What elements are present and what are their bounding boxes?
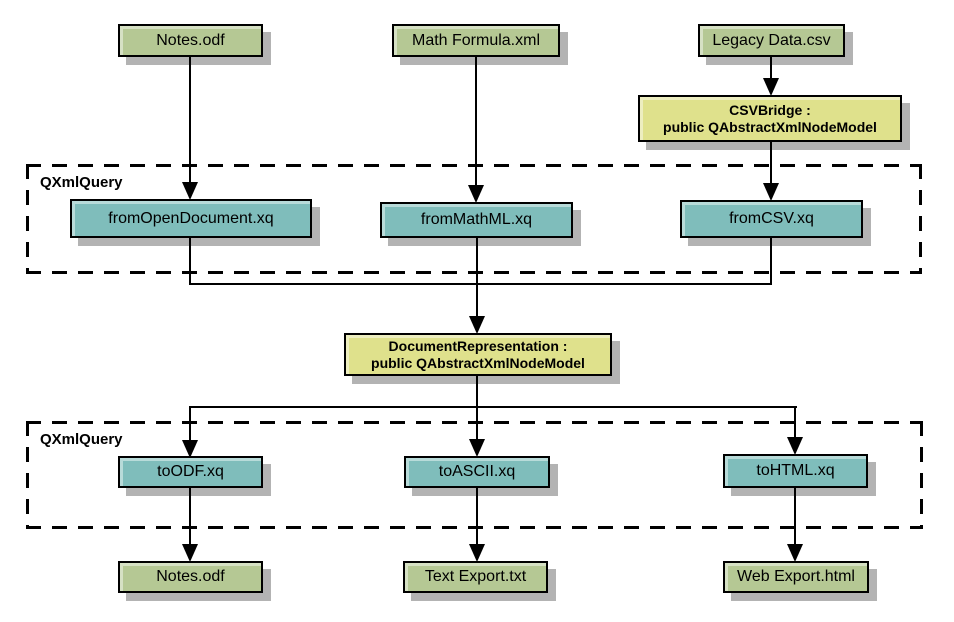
query-node-frommathml-label: fromMathML.xq: [420, 211, 533, 228]
connector-branch-to-tohtml: [794, 406, 796, 440]
qxmlquery-group-output-label: QXmlQuery: [40, 431, 123, 448]
file-node-notes-top: Notes.odf: [118, 24, 263, 57]
query-node-fromcsv-label: fromCSV.xq: [729, 210, 814, 227]
connector-documentrepresentation-down: [476, 376, 478, 408]
arrowhead-branch-to-toascii: [469, 439, 485, 457]
file-node-text-export-label: Text Export.txt: [424, 568, 527, 585]
file-node-notes-bottom: Notes.odf: [118, 561, 263, 593]
class-node-documentrepresentation: DocumentRepresentation : public QAbstrac…: [344, 333, 612, 376]
connector-legacydata-to-csvbridge: [770, 57, 772, 81]
query-node-tohtml: toHTML.xq: [723, 454, 868, 488]
file-node-web-export-label: Web Export.html: [737, 568, 855, 585]
query-node-frommathml: fromMathML.xq: [380, 202, 573, 238]
connector-branch-to-toodf: [189, 406, 191, 443]
connector-branch-to-toascii: [476, 406, 478, 442]
query-node-fromopendocument: fromOpenDocument.xq: [70, 199, 312, 238]
class-node-csvbridge: CSVBridge : public QAbstractXmlNodeModel: [638, 95, 902, 142]
arrowhead-branch-to-toodf: [182, 440, 198, 458]
file-node-notes-bottom-label: Notes.odf: [156, 568, 225, 585]
arrowhead-toascii-to-textexport: [469, 544, 485, 562]
arrowhead-toodf-to-notes: [182, 544, 198, 562]
file-node-text-export: Text Export.txt: [403, 561, 548, 593]
connector-tohtml-to-webexport: [794, 488, 796, 547]
arrowhead-mathformula-to-frommathml: [468, 185, 484, 203]
connector-toodf-to-notes: [189, 488, 191, 547]
connector-fromopendocument-down: [189, 238, 191, 285]
arrowhead-to-documentrepresentation: [469, 316, 485, 334]
connector-toascii-to-textexport: [476, 488, 478, 547]
arrowhead-legacydata-to-csvbridge: [763, 78, 779, 96]
arrowhead-notes-to-fromopendocument: [182, 182, 198, 200]
arrowhead-branch-to-tohtml: [787, 437, 803, 455]
query-node-fromopendocument-label: fromOpenDocument.xq: [108, 209, 274, 227]
qxmlquery-group-input-label: QXmlQuery: [40, 174, 123, 191]
class-node-documentrepresentation-line1: DocumentRepresentation :: [388, 337, 568, 354]
arrowhead-csvbridge-to-fromcsv: [763, 183, 779, 201]
class-node-csvbridge-line2: public QAbstractXmlNodeModel: [663, 118, 877, 135]
query-node-fromcsv: fromCSV.xq: [680, 200, 863, 238]
arrowhead-tohtml-to-webexport: [787, 544, 803, 562]
file-node-notes-top-label: Notes.odf: [156, 31, 225, 49]
class-node-csvbridge-line1: CSVBridge :: [729, 101, 811, 118]
file-node-math-formula-label: Math Formula.xml: [411, 31, 541, 49]
query-node-toodf: toODF.xq: [118, 456, 263, 488]
query-node-toascii: toASCII.xq: [404, 456, 550, 488]
file-node-legacy-data: Legacy Data.csv: [698, 24, 845, 57]
file-node-math-formula: Math Formula.xml: [392, 24, 560, 57]
query-node-toodf-label: toODF.xq: [157, 463, 224, 480]
class-node-documentrepresentation-line2: public QAbstractXmlNodeModel: [371, 354, 585, 371]
connector-frommathml-to-documentrepresentation: [476, 237, 478, 319]
connector-branch-output: [189, 406, 797, 408]
connector-fromcsv-down: [770, 238, 772, 285]
connector-notes-to-fromopendocument: [189, 57, 191, 185]
file-node-legacy-data-label: Legacy Data.csv: [712, 31, 831, 49]
query-node-toascii-label: toASCII.xq: [438, 463, 516, 480]
connector-csvbridge-to-fromcsv: [770, 142, 772, 186]
connector-mathformula-to-frommathml: [475, 57, 477, 188]
query-node-tohtml-label: toHTML.xq: [756, 462, 835, 479]
connector-join-input: [189, 283, 772, 285]
file-node-web-export: Web Export.html: [723, 561, 869, 593]
